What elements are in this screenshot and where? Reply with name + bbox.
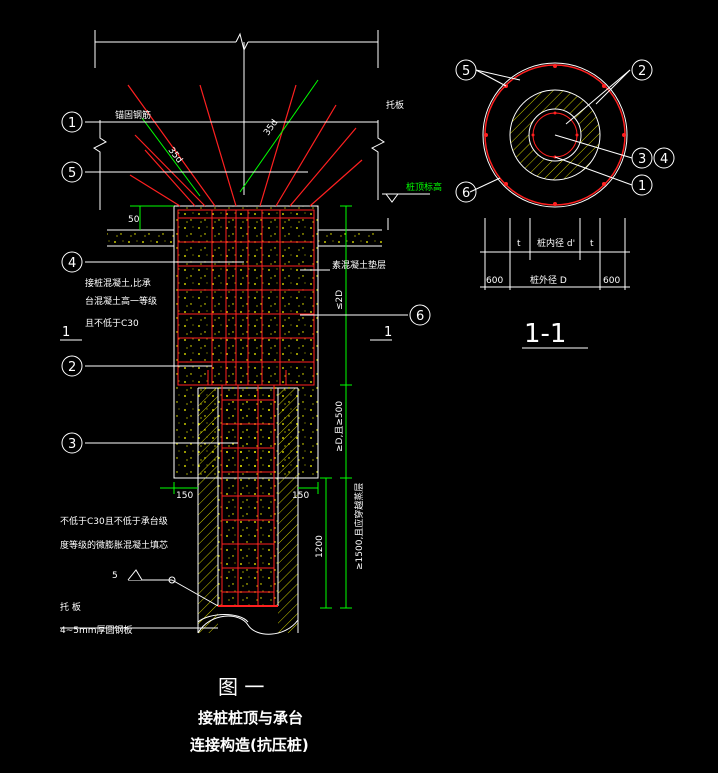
callout-3: 3 bbox=[68, 437, 76, 452]
label-bottom-2: 度等级的微膨胀混凝土填芯 bbox=[60, 539, 168, 551]
label-cushion: 素混凝土垫层 bbox=[332, 259, 386, 271]
dim-35d-right: 35d bbox=[262, 118, 280, 138]
label-pile-top-level: 桩顶标高 bbox=[406, 181, 442, 193]
anchor-rebars bbox=[127, 84, 363, 207]
sec-callout-5: 5 bbox=[462, 64, 470, 79]
sec-callout-1: 1 bbox=[638, 179, 646, 194]
label-fill-2: 台混凝土高一等级 bbox=[85, 295, 157, 307]
sec-dim-t-left: t bbox=[517, 239, 521, 249]
dim-35d bbox=[141, 79, 319, 197]
label-plate: 托 板 bbox=[60, 601, 81, 613]
rebar-cage bbox=[177, 209, 315, 606]
sec-dim-outer: 桩外径 D bbox=[530, 274, 567, 286]
dim-35d-left: 35d bbox=[166, 146, 184, 166]
callout-6: 6 bbox=[416, 309, 424, 324]
section-mark-right: 1 bbox=[384, 325, 392, 340]
label-fill-1: 接桩混凝土,比承 bbox=[85, 277, 151, 289]
leaders bbox=[60, 121, 408, 629]
callout-5: 5 bbox=[68, 166, 76, 181]
caption-line2: 连接构造(抗压桩) bbox=[190, 736, 309, 754]
dim-weld: 5 bbox=[112, 571, 118, 581]
sec-dim-600-right: 600 bbox=[603, 276, 620, 286]
dim-ge1500: ≥1500,且应穿越蒸层 bbox=[353, 483, 365, 570]
dim-1200: 1200 bbox=[315, 535, 325, 558]
section-view bbox=[455, 59, 675, 349]
label-steel-plate: 托板 bbox=[386, 99, 404, 111]
dim-150-left: 150 bbox=[176, 491, 193, 501]
section-text: 5 2 3 4 1 6 t 桩内径 d' t 600 桩外径 D 600 1-1 bbox=[462, 64, 668, 349]
sec-callout-2: 2 bbox=[638, 64, 646, 79]
sec-callout-6: 6 bbox=[462, 186, 470, 201]
callout-circles bbox=[61, 111, 431, 584]
pile-head-block bbox=[173, 205, 319, 479]
sec-callout-3: 3 bbox=[638, 152, 646, 167]
level-symbol bbox=[382, 193, 430, 230]
top-break-line bbox=[93, 30, 385, 210]
section-title: 1-1 bbox=[524, 319, 566, 349]
callout-2: 2 bbox=[68, 360, 76, 375]
caption-line1: 接桩桩顶与承台 bbox=[198, 709, 303, 727]
right-dims bbox=[130, 205, 352, 609]
cap-cushion bbox=[107, 229, 382, 247]
caption-fig: 图 一 bbox=[218, 675, 264, 699]
dim-150-right: 150 bbox=[292, 491, 309, 501]
sec-dim-600-left: 600 bbox=[486, 276, 503, 286]
dim-50: 50 bbox=[128, 215, 140, 225]
section-callout-circles bbox=[455, 59, 675, 203]
dim-le2d: ≤2D bbox=[335, 290, 345, 310]
sec-dim-inner: 桩内径 d' bbox=[537, 237, 575, 249]
callout-1: 1 bbox=[68, 116, 76, 131]
section-leaders bbox=[469, 69, 633, 349]
elevation-text: 锚固钢筋 托板 桩顶标高 素混凝土垫层 接桩混凝土,比承 台混凝土高一等级 且不… bbox=[60, 99, 442, 636]
label-anchor-rebar: 锚固钢筋 bbox=[115, 109, 151, 121]
label-fill-3: 且不低于C30 bbox=[85, 317, 139, 329]
section-mark-left: 1 bbox=[62, 325, 70, 340]
callout-4: 4 bbox=[68, 256, 76, 271]
label-bottom-1: 不低于C30且不低于承台级 bbox=[60, 515, 168, 527]
sec-dim-t-right: t bbox=[590, 239, 594, 249]
label-plate-spec: 4~5mm厚圆钢板 bbox=[60, 624, 133, 636]
sec-callout-4: 4 bbox=[660, 152, 668, 167]
caption: 图 一 接桩桩顶与承台 连接构造(抗压桩) bbox=[190, 675, 309, 754]
dim-ge-d-500: ≥D,且≥500 bbox=[334, 401, 345, 452]
elevation-view bbox=[60, 30, 431, 635]
